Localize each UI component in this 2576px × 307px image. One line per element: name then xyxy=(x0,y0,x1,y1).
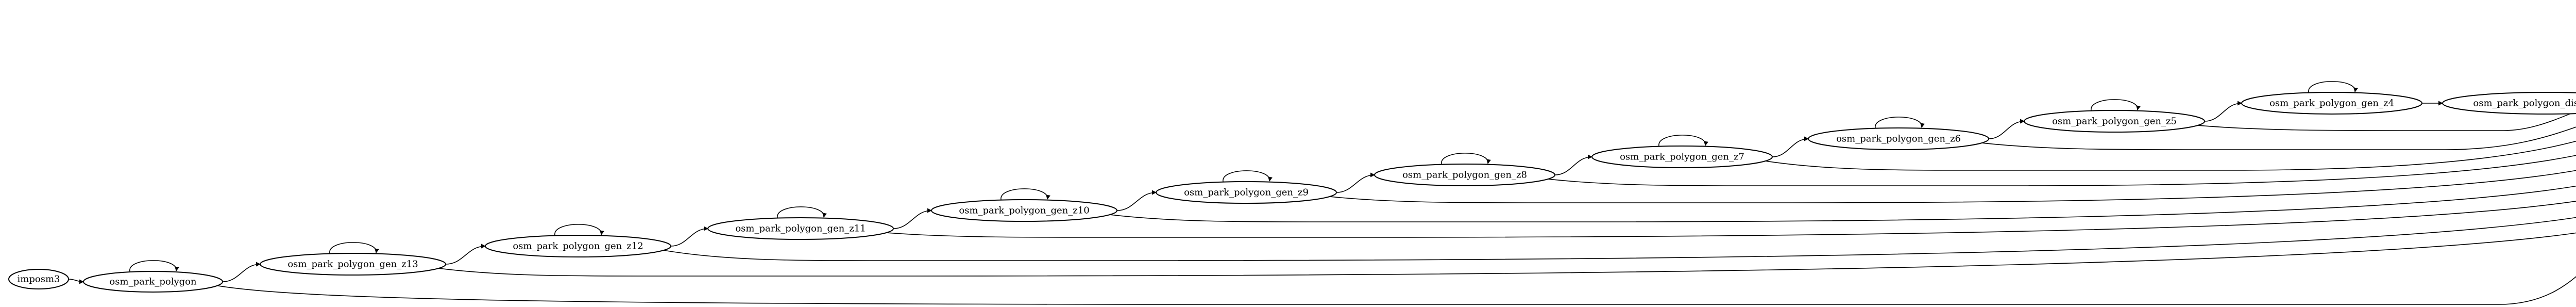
node-ellipse xyxy=(707,217,894,240)
edge-osm-park-polygon-gen-z10-to-layer-park-z10 xyxy=(1109,185,2576,222)
node-label: imposm3 xyxy=(18,274,60,285)
edge-osm-park-polygon-gen-z7-to-osm-park-polygon-gen-z6 xyxy=(1772,136,1809,157)
edge-osm-park-polygon-gen-z11-to-osm-park-polygon-gen-z11 xyxy=(777,206,827,218)
node-label: osm_park_polygon_gen_z11 xyxy=(735,223,866,234)
node-ellipse xyxy=(8,269,69,289)
edge-osm-park-polygon-gen-z6-to-osm-park-polygon-gen-z6 xyxy=(1875,117,1925,128)
node-label: osm_park_polygon_gen_z10 xyxy=(959,205,1089,216)
edge-osm-park-polygon-gen-z13-to-osm-park-polygon-gen-z12 xyxy=(445,244,486,265)
node-ellipse xyxy=(2024,110,2205,133)
node-ellipse xyxy=(1374,164,1555,186)
node-osm-park-polygon-gen-z10: osm_park_polygon_gen_z10 xyxy=(931,199,1117,222)
edge-osm-park-polygon-gen-z11-to-osm-park-polygon-gen-z10 xyxy=(893,208,932,229)
edge-osm-park-polygon-gen-z5-to-osm-park-polygon-gen-z4 xyxy=(2204,101,2242,122)
node-osm-park-polygon-gen-z6: osm_park_polygon_gen_z6 xyxy=(1808,127,1989,150)
edge-osm-park-polygon-gen-z5-to-osm-park-polygon-gen-z5 xyxy=(2091,99,2141,111)
node-osm-park-polygon-gen-z7: osm_park_polygon_gen_z7 xyxy=(1591,146,1773,168)
edge-osm-park-polygon-gen-z8-to-osm-park-polygon-gen-z7 xyxy=(1554,154,1592,175)
edge-osm-park-polygon-gen-z9-to-layer-park-z9 xyxy=(1329,170,2576,203)
node-osm-park-polygon-gen-z12: osm_park_polygon_gen_z12 xyxy=(485,235,671,257)
node-ellipse xyxy=(485,235,671,257)
edge-osm-park-polygon-gen-z12-to-osm-park-polygon-gen-z11 xyxy=(670,226,708,247)
node-osm-park-polygon-gen-z8: osm_park_polygon_gen_z8 xyxy=(1374,164,1555,186)
edge-osm-park-polygon-gen-z4-to-osm-park-polygon-gen-z4 xyxy=(2308,81,2358,93)
node-label: osm_park_polygon_gen_z13 xyxy=(287,259,418,270)
node-ellipse xyxy=(1156,181,1337,204)
nodes-layer: imposm3 osm_park_polygon osm_park_polygon_… xyxy=(8,92,2576,293)
node-imposm3: imposm3 xyxy=(8,269,69,289)
node-label: osm_park_polygon_gen_z5 xyxy=(2052,116,2177,127)
edge-imposm3-to-osm-park-polygon xyxy=(68,279,84,284)
edge-osm-park-polygon-gen-z7-to-osm-park-polygon-gen-z7 xyxy=(1658,135,1708,147)
node-osm-park-polygon-gen-z9: osm_park_polygon_gen_z9 xyxy=(1156,181,1337,204)
node-label: osm_park_polygon_gen_z4 xyxy=(2269,98,2394,109)
node-osm-park-polygon-gen-z5: osm_park_polygon_gen_z5 xyxy=(2024,110,2205,133)
edge-osm-park-polygon-gen-z6-to-osm-park-polygon-gen-z5 xyxy=(1988,119,2025,139)
edge-osm-park-polygon-gen-z10-to-osm-park-polygon-gen-z10 xyxy=(1001,188,1050,200)
edge-osm-park-polygon-gen-z7-to-layer-park-z7 xyxy=(1765,140,2576,171)
edge-osm-park-polygon-to-osm-park-polygon-gen-z13 xyxy=(222,262,261,282)
edges-layer xyxy=(68,81,2576,305)
edge-osm-park-polygon-gen-z12-to-layer-park-z12 xyxy=(663,217,2576,261)
edge-osm-park-polygon-gen-z13-to-layer-park-z13 xyxy=(438,232,2576,277)
edge-osm-park-polygon-gen-z9-to-osm-park-polygon-gen-z9 xyxy=(1223,170,1273,182)
node-osm-park-polygon-gen-z13: osm_park_polygon_gen_z13 xyxy=(260,253,446,276)
edge-osm-park-polygon-gen-z6-to-layer-park-z6 xyxy=(1981,126,2576,150)
node-osm-park-polygon-dissolve-z4: osm_park_polygon_dissolve_z4 xyxy=(2442,92,2576,115)
node-osm-park-polygon-gen-z11: osm_park_polygon_gen_z11 xyxy=(707,217,894,240)
edge-osm-park-polygon-gen-z5-to-layer-park-z5 xyxy=(2197,111,2576,131)
node-ellipse xyxy=(2442,92,2576,115)
edge-osm-park-polygon-gen-z13-to-osm-park-polygon-gen-z13 xyxy=(329,242,379,254)
edge-osm-park-polygon-gen-z10-to-osm-park-polygon-gen-z9 xyxy=(1116,190,1157,211)
node-label: osm_park_polygon_gen_z7 xyxy=(1620,152,1744,163)
node-ellipse xyxy=(1808,127,1989,150)
node-ellipse xyxy=(1591,146,1773,168)
node-ellipse xyxy=(931,199,1117,222)
edge-osm-park-polygon-gen-z9-to-osm-park-polygon-gen-z8 xyxy=(1336,172,1375,193)
node-label: osm_park_polygon xyxy=(109,277,197,287)
node-label: osm_park_polygon_gen_z12 xyxy=(513,241,643,252)
node-osm-park-polygon-gen-z4: osm_park_polygon_gen_z4 xyxy=(2241,92,2422,115)
edge-osm-park-polygon-to-layer-park-z14- xyxy=(217,276,2576,305)
edge-osm-park-polygon-gen-z12-to-osm-park-polygon-gen-z12 xyxy=(554,224,604,236)
node-ellipse xyxy=(83,271,223,293)
node-ellipse xyxy=(2241,92,2422,115)
node-osm-park-polygon: osm_park_polygon xyxy=(83,271,223,293)
edge-osm-park-polygon-gen-z11-to-layer-park-z11 xyxy=(886,201,2576,238)
edge-osm-park-polygon-gen-z8-to-layer-park-z8 xyxy=(1547,155,2576,186)
node-label: osm_park_polygon_gen_z9 xyxy=(1184,187,1309,198)
node-ellipse xyxy=(260,253,446,276)
edge-osm-park-polygon-to-osm-park-polygon xyxy=(129,260,179,272)
node-label: osm_park_polygon_gen_z8 xyxy=(1402,170,1527,181)
node-label: osm_park_polygon_gen_z6 xyxy=(1836,134,1961,144)
edge-osm-park-polygon-gen-z8-to-osm-park-polygon-gen-z8 xyxy=(1441,153,1491,165)
node-label: osm_park_polygon_dissolve_z4 xyxy=(2473,98,2576,109)
